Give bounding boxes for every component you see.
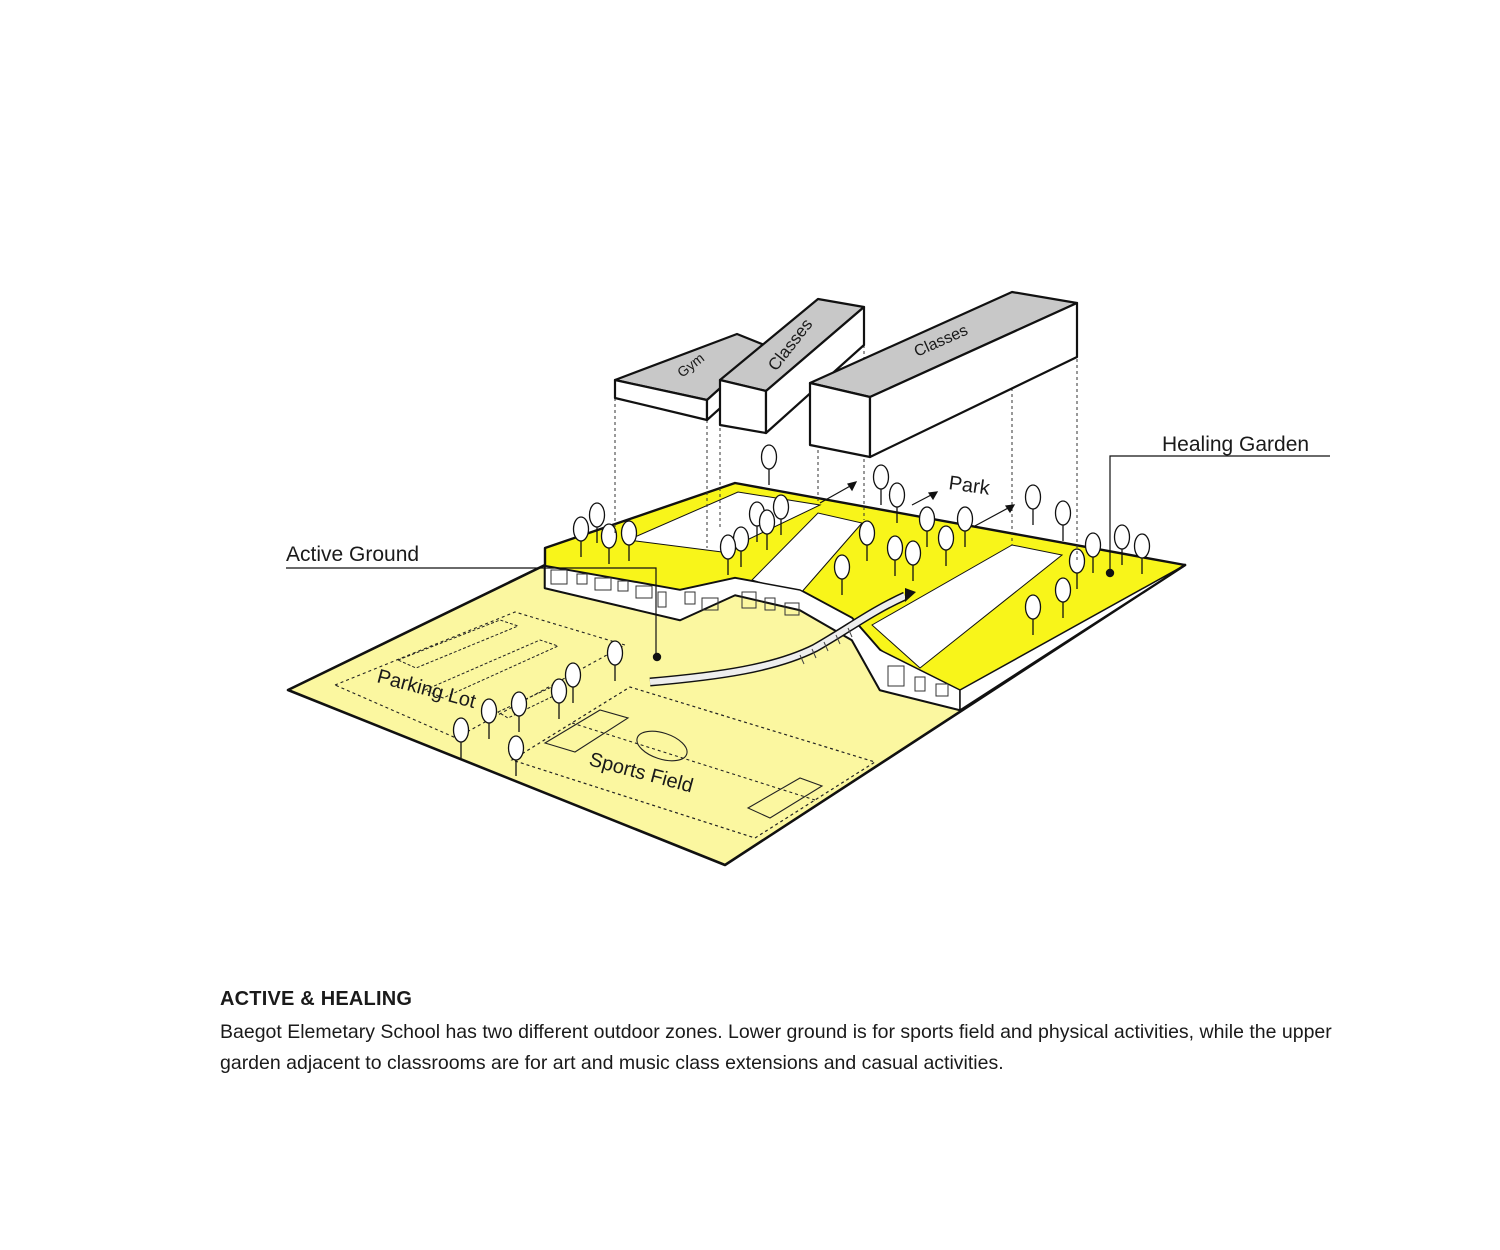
leader-lines <box>286 455 1330 655</box>
healing-garden-label: Healing Garden <box>1162 433 1309 456</box>
sports-field-boundary <box>510 686 877 839</box>
sports-field-markings <box>543 709 824 819</box>
classes-block-left <box>718 297 866 435</box>
east-wall <box>959 564 1186 712</box>
caption-title: ACTIVE & HEALING <box>220 988 413 1010</box>
upper-walkway-2 <box>871 544 1064 669</box>
ramp <box>649 588 916 687</box>
park-label: Park <box>947 472 992 500</box>
classes-block-right <box>808 290 1079 459</box>
park-arrows <box>819 481 1016 528</box>
active-ground-marker <box>652 652 662 662</box>
parking-lot-boundary <box>333 611 627 739</box>
caption: ACTIVE & HEALING Baegot Elemetary School… <box>220 988 1400 1079</box>
upper-courtyard-1 <box>626 491 822 553</box>
healing-garden-marker <box>1105 568 1115 578</box>
caption-body: Baegot Elemetary School has two differen… <box>220 1021 1332 1074</box>
active-ground-label: Active Ground <box>286 543 419 566</box>
facade-windows <box>550 569 949 697</box>
